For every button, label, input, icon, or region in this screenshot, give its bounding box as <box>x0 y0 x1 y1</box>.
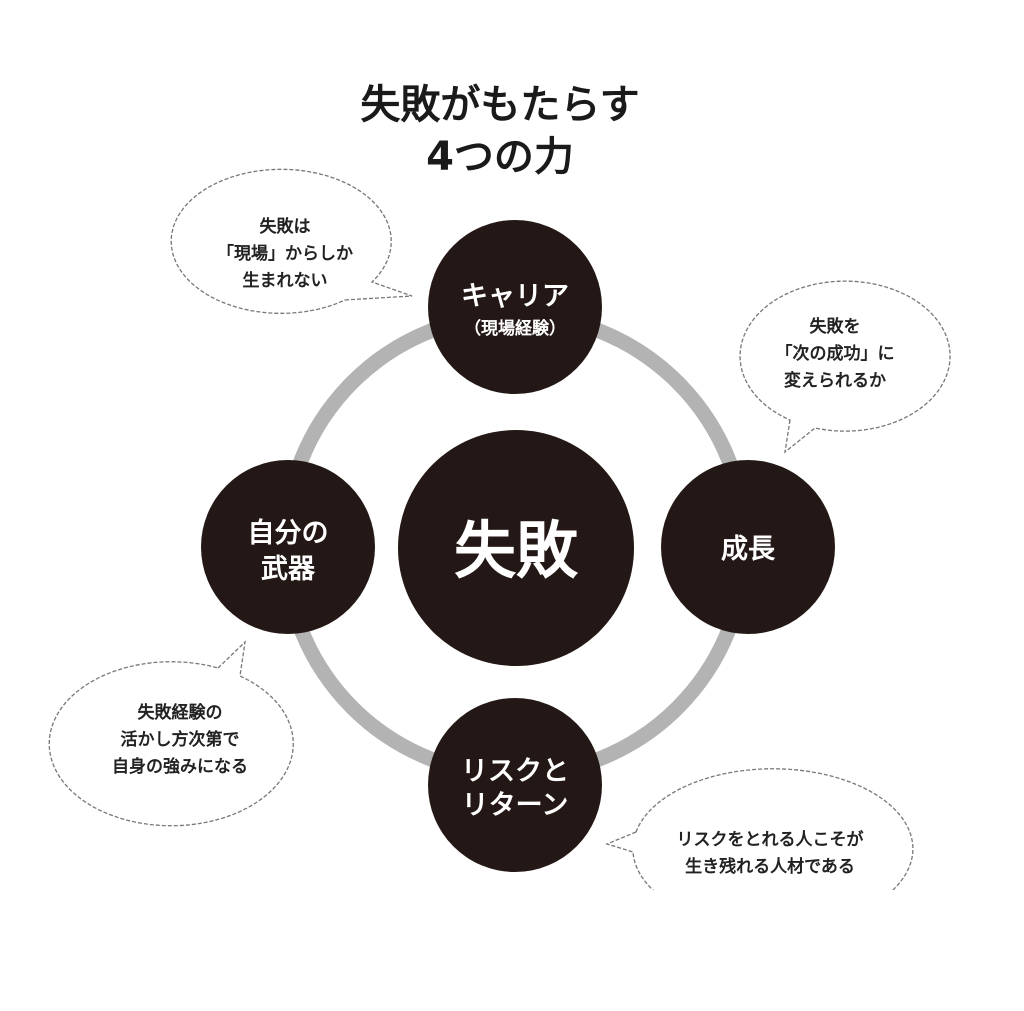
svg-text:武器: 武器 <box>261 554 316 585</box>
svg-text:失敗を「次の成功」に変えられるか: 失敗を「次の成功」に変えられるか <box>776 316 895 391</box>
node-career: キャリア （現場経験） <box>428 220 602 394</box>
speech-bubble-bottom-left: 失敗経験の活かし方次第で自身の強みになる <box>48 640 294 827</box>
svg-text:成長: 成長 <box>721 534 776 565</box>
svg-text:失敗経験の活かし方次第で自身の強みになる: 失敗経験の活かし方次第で自身の強みになる <box>112 702 248 777</box>
svg-text:失敗は「現場」からしか生まれない: 失敗は「現場」からしか生まれない <box>217 216 353 291</box>
speech-bubble-bottom-right: リスクをとれる人こそが生き残れる人材である <box>605 768 914 890</box>
svg-text:キャリア: キャリア <box>461 281 569 312</box>
svg-text:（現場経験）: （現場経験） <box>464 318 566 339</box>
title-line-1: 失敗がもたらす <box>360 82 639 128</box>
svg-text:リスクと: リスクと <box>461 756 569 787</box>
speech-bubble-top-left: 失敗は「現場」からしか生まれない <box>170 168 413 314</box>
node-growth: 成長 <box>661 460 835 634</box>
speech-bubble-right: 失敗を「次の成功」に変えられるか <box>739 280 951 454</box>
svg-text:リターン: リターン <box>462 790 569 821</box>
svg-text:失敗: 失敗 <box>454 514 579 587</box>
svg-text:リスクをとれる人こそが生き残れる人材である: リスクをとれる人こそが生き残れる人材である <box>677 829 864 877</box>
svg-text:自分の: 自分の <box>248 517 329 549</box>
node-own-weapon: 自分の 武器 <box>201 460 375 634</box>
node-risk-return: リスクと リターン <box>428 698 602 872</box>
title-line-2: 4つの力 <box>426 134 574 180</box>
node-center-failure: 失敗 <box>398 430 634 666</box>
